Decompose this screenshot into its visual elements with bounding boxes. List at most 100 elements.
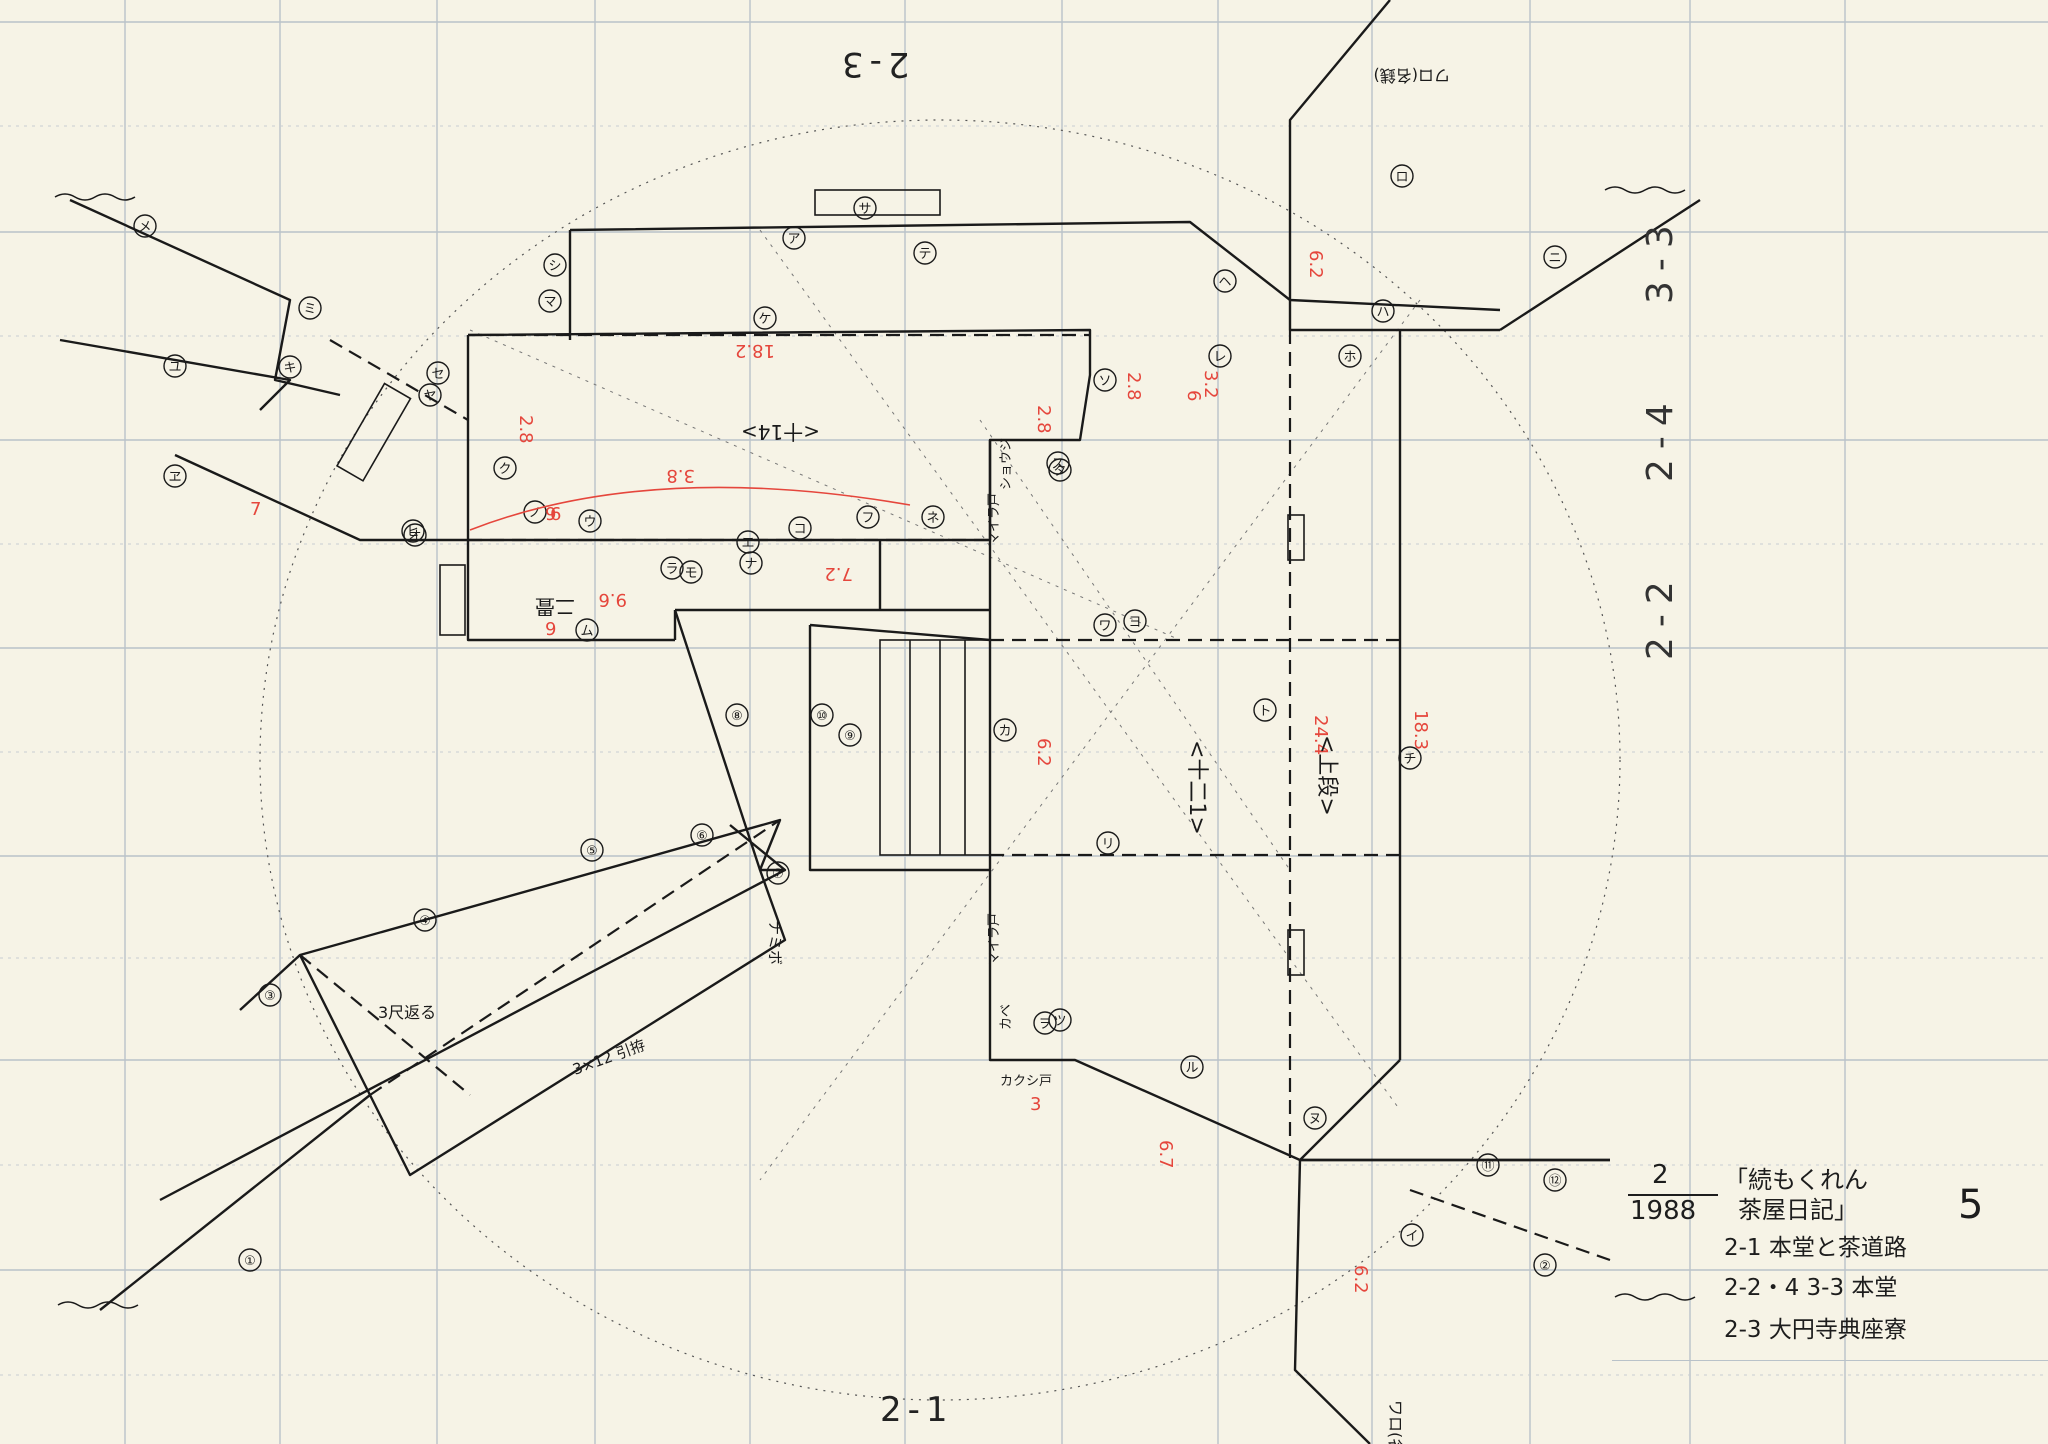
- marker-label-11: ⑫: [1548, 1174, 1561, 1189]
- marker-label-55: モ: [684, 566, 697, 581]
- marker-label-18: ト: [1258, 704, 1271, 719]
- marker-label-45: テ: [918, 247, 931, 262]
- side-number-3: 3-3: [1640, 215, 1681, 304]
- marker-label-15: ニ: [1548, 251, 1561, 266]
- marker-circle-14: [1371, 299, 1395, 323]
- marker-label-40: マ: [543, 295, 556, 310]
- marker-circle-15: [1543, 245, 1567, 269]
- title-block: 2 1988 5 「続もくれん 茶屋日記」 2-1 本堂と茶道路 2-2・4 3…: [1612, 1160, 2048, 1444]
- marker-circle-10: [1476, 1153, 1500, 1177]
- title-fraction-top: 2: [1652, 1160, 1669, 1190]
- marker-label-51: ミ: [303, 302, 316, 317]
- marker-circle-19: [1398, 746, 1422, 770]
- marker-label-3: ④: [419, 914, 431, 929]
- cloth-note: ナミボ: [766, 920, 784, 965]
- marker-circle-37: [403, 523, 427, 547]
- red-dimension-12: 3: [1030, 1094, 1041, 1115]
- marker-label-27: タ: [1053, 464, 1066, 479]
- marker-label-10: ⑪: [1481, 1159, 1494, 1174]
- marker-label-20: リ: [1101, 837, 1114, 852]
- dashed-walls: [299, 330, 1611, 1262]
- marker-circle-40: [538, 289, 562, 313]
- marker-circle-23: [1033, 1011, 1057, 1035]
- bottom-right-note: ワロ(名銭): [1386, 1400, 1405, 1444]
- marker-circle-55: [679, 560, 703, 584]
- marker-circle-48: [278, 355, 302, 379]
- red-dimension-3: 2.8: [1033, 405, 1054, 434]
- marker-circle-17: [1213, 269, 1237, 293]
- marker-circle-20: [1096, 831, 1120, 855]
- maira-door-1: マイラ戸: [987, 493, 1002, 545]
- marker-label-23: ヲ: [1038, 1017, 1051, 1032]
- marker-label-13: ロ: [1395, 170, 1408, 185]
- marker-circle-46: [782, 226, 806, 250]
- stair-treads: [335, 189, 1305, 976]
- marker-circle-45: [913, 241, 937, 265]
- marker-label-8: ⑨: [844, 729, 856, 744]
- marker-circle-29: [1093, 368, 1117, 392]
- red-dimension-8: 6: [1183, 390, 1204, 401]
- marker-label-17: ヘ: [1218, 275, 1231, 290]
- marker-circle-8: [838, 723, 862, 747]
- marker-label-22: ル: [1185, 1061, 1198, 1076]
- construction-circle: [259, 119, 1621, 1401]
- marker-circle-4: [580, 838, 604, 862]
- red-dimension-11: 6.7: [1155, 1140, 1176, 1169]
- marker-circle-24: [1093, 613, 1117, 637]
- marker-circle-52: [543, 253, 567, 277]
- side-number-1: 2-2: [1640, 571, 1681, 660]
- sub-room-label: 二畳: [535, 595, 575, 619]
- stair-note: 3尺返る: [378, 1003, 436, 1022]
- marker-circle-42: [856, 505, 880, 529]
- marker-label-43: コ: [793, 522, 806, 537]
- side-sheet-numbers: 2-2 2-4 3-3: [1640, 144, 1681, 660]
- red-dimension-4: 2.8: [1123, 372, 1144, 401]
- marker-label-49: ユ: [168, 360, 181, 375]
- red-dimension-18: 6.2: [1033, 738, 1054, 767]
- marker-circle-31: [921, 505, 945, 529]
- title-index-1: 2-1 本堂と茶道路: [1724, 1235, 1907, 1261]
- marker-label-32: ナ: [744, 557, 757, 572]
- marker-label-31: ネ: [926, 511, 939, 526]
- red-dimension-7: 9: [545, 619, 556, 640]
- center-room-label: <十二1>: [1184, 740, 1209, 835]
- title-index-3: 2-3 大円寺典座寮: [1724, 1317, 1907, 1343]
- red-arc: [469, 486, 911, 531]
- marker-circle-43: [788, 516, 812, 540]
- marker-circle-47: [853, 196, 877, 220]
- marker-label-2: ③: [264, 989, 276, 1004]
- marker-label-42: フ: [861, 511, 874, 526]
- marker-label-19: チ: [1403, 752, 1416, 767]
- title-year: 1988: [1630, 1196, 1697, 1226]
- marker-circle-50: [133, 214, 157, 238]
- marker-circle-53: [163, 464, 187, 488]
- marker-label-53: ヱ: [168, 470, 181, 485]
- marker-circle-54: [401, 519, 425, 543]
- marker-circle-56: [426, 361, 450, 385]
- marker-circle-25: [993, 718, 1017, 742]
- marker-label-9: ⑩: [816, 709, 828, 724]
- marker-circle-35: [578, 509, 602, 533]
- red-dimension-13: 24.4: [1310, 715, 1331, 755]
- maira-door-2: マイラ戸: [987, 913, 1002, 965]
- shoji-note: ショウジ: [999, 438, 1014, 490]
- red-dimension-5: 7: [250, 499, 261, 520]
- red-dimension-10: 6.2: [1350, 1265, 1371, 1294]
- marker-circle-38: [493, 456, 517, 480]
- marker-circle-30: [1048, 1008, 1072, 1032]
- marker-label-16: ホ: [1343, 350, 1356, 365]
- marker-circle-21: [1303, 1106, 1327, 1130]
- marker-label-6: ⑦: [772, 867, 784, 882]
- beam-note: 3×12 引拵: [570, 1036, 648, 1079]
- ground-markers: [54, 186, 1696, 1309]
- marker-label-54: ヒ: [406, 525, 419, 540]
- marker-circle-16: [1338, 344, 1362, 368]
- sheet-label-top: 2-3: [836, 44, 910, 84]
- marker-circle-2: [258, 983, 282, 1007]
- marker-circle-7: [725, 703, 749, 727]
- marker-circle-44: [736, 530, 760, 554]
- marker-circle-18: [1253, 698, 1277, 722]
- subgrid: [0, 125, 2048, 1376]
